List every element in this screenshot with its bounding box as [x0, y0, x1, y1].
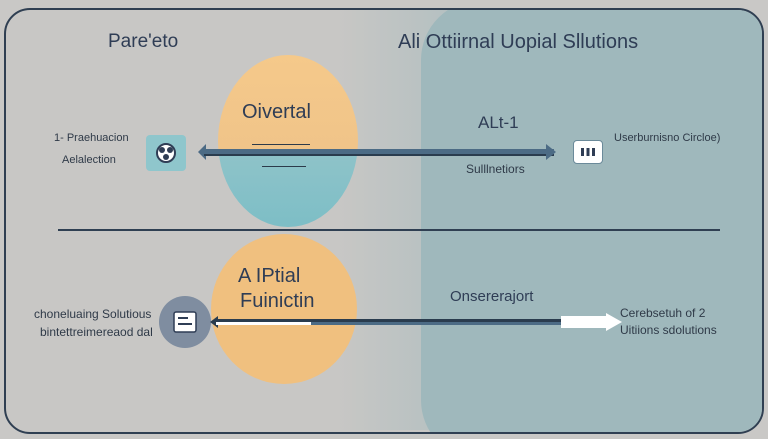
- right-panel: [421, 10, 762, 432]
- bottom-circle-label-1: A IPtial: [238, 265, 301, 287]
- diagram-frame: [4, 8, 764, 434]
- bottom-left-label-1: choneluaing Solutious: [34, 307, 152, 321]
- top-right-title: Ali Ottiirnal Uopial Sllutions: [398, 31, 639, 53]
- bottom-left-label-2: bintettreimereaod dal: [40, 325, 153, 339]
- top-circle: [218, 55, 358, 227]
- underline: [252, 144, 310, 145]
- section-divider: [58, 229, 720, 231]
- underline: [262, 166, 306, 167]
- bottom-right-label-1: Cerebsetuh of 2: [620, 306, 706, 320]
- bottom-circle: [211, 234, 357, 384]
- right-label: Userburnisno Circloe): [614, 132, 721, 144]
- center-label: ALt-1: [478, 113, 519, 132]
- top-left-title: Pare'eto: [108, 31, 179, 52]
- top-arrow: [198, 144, 556, 160]
- document-icon: [159, 296, 211, 348]
- bottom-right-label-2: Uitiions sdolutions: [620, 323, 717, 337]
- bottom-center-label: Onsererаjort: [450, 288, 534, 305]
- top-circle-label: Oivertal: [242, 101, 311, 123]
- bottom-arrow: [210, 313, 622, 331]
- bar-icon: [573, 140, 603, 164]
- left-label-2: Aelalection: [62, 154, 116, 166]
- left-label-1: 1- Praehuacion: [54, 132, 129, 144]
- network-icon: [146, 135, 186, 171]
- bottom-circle-label-2: Fuinictin: [240, 290, 315, 312]
- center-sublabel: Sulllnetiors: [466, 162, 525, 176]
